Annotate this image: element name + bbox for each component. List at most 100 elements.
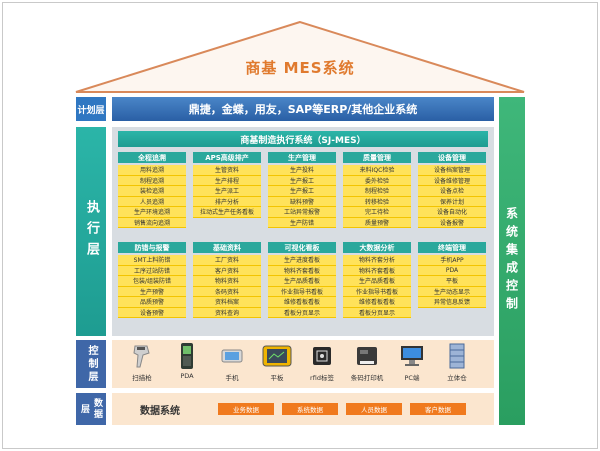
data-chip-customer: 客户数据 <box>410 403 466 415</box>
module-item: 资料档案 <box>193 297 261 308</box>
module-item: 包装/组装防错 <box>118 276 186 287</box>
data-chip-people: 人员数据 <box>346 403 402 415</box>
module-title: 生产管理 <box>268 152 336 163</box>
pc-icon <box>390 342 434 370</box>
pda-icon <box>165 342 209 370</box>
module-modules_row2-0: 防错与报警 SMT上料防错工序过站防错包装/组装防错生产预警品质预警设备预警 <box>118 242 186 318</box>
module-item: 物料齐套看板 <box>268 265 336 276</box>
module-item: 物料齐套看板 <box>343 265 411 276</box>
module-item: 设备报警 <box>418 217 486 228</box>
module-modules_row1-0: 全程追溯用料追溯制程追溯装检追溯人员追溯生产环境追溯销售流向追溯 <box>118 152 186 228</box>
module-item: 来料IQC检验 <box>343 165 411 176</box>
module-item: 委外检验 <box>343 175 411 186</box>
device-label: rfid标签 <box>310 374 334 382</box>
module-modules_row2-2: 可视化看板生产进度看板物料齐套看板生产品质看板作业指导书看板维修看板看板看板分页… <box>268 242 336 318</box>
device-label: 立体仓 <box>447 374 467 382</box>
printer-icon <box>345 342 389 370</box>
module-item: 质量预警 <box>343 217 411 228</box>
module-item: 生管资料 <box>193 165 261 176</box>
device-warehouse: 立体仓 <box>435 342 479 382</box>
module-item: 作业指导书看板 <box>268 286 336 297</box>
device-label: PC端 <box>404 374 420 382</box>
module-item: 生产报工 <box>268 175 336 186</box>
roof-title: 商基 MES系统 <box>245 59 355 77</box>
device-pda: PDA <box>165 342 209 380</box>
layer-label-data: 数据层 <box>76 393 106 425</box>
module-title: 设备管理 <box>418 152 486 163</box>
module-item: 生产品质看板 <box>343 276 411 287</box>
layer-label-plan: 计划层 <box>76 97 106 121</box>
module-item: 看板分页显示 <box>268 307 336 318</box>
module-item: 转移检验 <box>343 196 411 207</box>
module-modules_row1-3: 质量管理来料IQC检验委外检验制程检验转移检验完工待检质量预警 <box>343 152 411 228</box>
module-item: 缺料预警 <box>268 196 336 207</box>
module-item: 设备点检 <box>418 186 486 197</box>
module-item: 异常信息反馈 <box>418 297 486 308</box>
module-item: 生产进度看板 <box>268 255 336 266</box>
mes-title: 商基制造执行系统（SJ-MES） <box>118 131 488 147</box>
module-item: 生产投料 <box>268 165 336 176</box>
module-item: 生产品质看板 <box>268 276 336 287</box>
module-item: 条码资料 <box>193 286 261 297</box>
erp-bar: 鼎捷，金蝶，用友，SAP等ERP/其他企业系统 <box>112 97 494 121</box>
module-item: 装检追溯 <box>118 186 186 197</box>
module-title: 质量管理 <box>343 152 411 163</box>
module-item: 维修看板看板 <box>343 297 411 308</box>
module-item: 生产环境追溯 <box>118 207 186 218</box>
phone-icon <box>210 342 254 370</box>
module-item: 生产动态显示 <box>418 286 486 297</box>
module-item: 销售流向追溯 <box>118 217 186 228</box>
module-item: 制程追溯 <box>118 175 186 186</box>
device-label: PDA <box>180 372 194 380</box>
device-label: 条码打印机 <box>350 374 384 382</box>
module-title: 全程追溯 <box>118 152 186 163</box>
module-item: 排产分析 <box>193 196 261 207</box>
scanner-icon <box>120 342 164 370</box>
module-item: 作业指导书看板 <box>343 286 411 297</box>
module-item: 物料资料 <box>193 276 261 287</box>
device-label: 平板 <box>270 374 284 382</box>
module-modules_row2-1: 基础资料工厂资料客户资料物料资料条码资料资料档案资料查询 <box>193 242 261 318</box>
module-item: 完工待检 <box>343 207 411 218</box>
module-item: SMT上料防错 <box>118 255 186 266</box>
module-item: 拉动式生产任务看板 <box>193 207 261 218</box>
module-item: 看板分页显示 <box>343 307 411 318</box>
module-item: 手机APP <box>418 255 486 266</box>
module-item: 生产排程 <box>193 175 261 186</box>
module-item: 生产防错 <box>268 217 336 228</box>
module-item: 生产派工 <box>193 186 261 197</box>
module-item: 工序过站防错 <box>118 265 186 276</box>
control-area <box>112 340 494 388</box>
device-scanner: 扫描枪 <box>120 342 164 382</box>
device-label: 扫描枪 <box>132 374 152 382</box>
device-pc: PC端 <box>390 342 434 382</box>
module-modules_row2-3: 大数据分析物料齐套分析物料齐套看板生产品质看板作业指导书看板维修看板看板看板分页… <box>343 242 411 318</box>
module-title: 防错与报警 <box>118 242 186 253</box>
device-label: 手机 <box>225 374 239 382</box>
module-item: 设备预警 <box>118 307 186 318</box>
module-item: 制程检验 <box>343 186 411 197</box>
device-rfid: rfid标签 <box>300 342 344 382</box>
module-item: 生产预警 <box>118 286 186 297</box>
module-item: 品质预警 <box>118 297 186 308</box>
data-system-title: 数据系统 <box>140 406 180 417</box>
module-modules_row1-1: APS高级排产生管资料生产排程生产派工排产分析拉动式生产任务看板 <box>193 152 261 218</box>
module-modules_row1-4: 设备管理设备档案管理设备维修管理设备点检保养计划设备自动化设备报警 <box>418 152 486 228</box>
module-title: 可视化看板 <box>268 242 336 253</box>
tablet-icon <box>255 342 299 370</box>
module-item: 工站异常报警 <box>268 207 336 218</box>
device-phone: 手机 <box>210 342 254 382</box>
layer-label-ctrl: 控制层 <box>76 340 106 388</box>
device-tablet: 平板 <box>255 342 299 382</box>
module-item: 维修看板看板 <box>268 297 336 308</box>
module-item: 用料追溯 <box>118 165 186 176</box>
module-modules_row1-2: 生产管理生产投料生产报工生产报工缺料预警工站异常报警生产防错 <box>268 152 336 228</box>
warehouse-icon <box>435 342 479 370</box>
module-item: 客户资料 <box>193 265 261 276</box>
device-printer: 条码打印机 <box>345 342 389 382</box>
module-item: 设备档案管理 <box>418 165 486 176</box>
module-title: APS高级排产 <box>193 152 261 163</box>
module-item: 人员追溯 <box>118 196 186 207</box>
